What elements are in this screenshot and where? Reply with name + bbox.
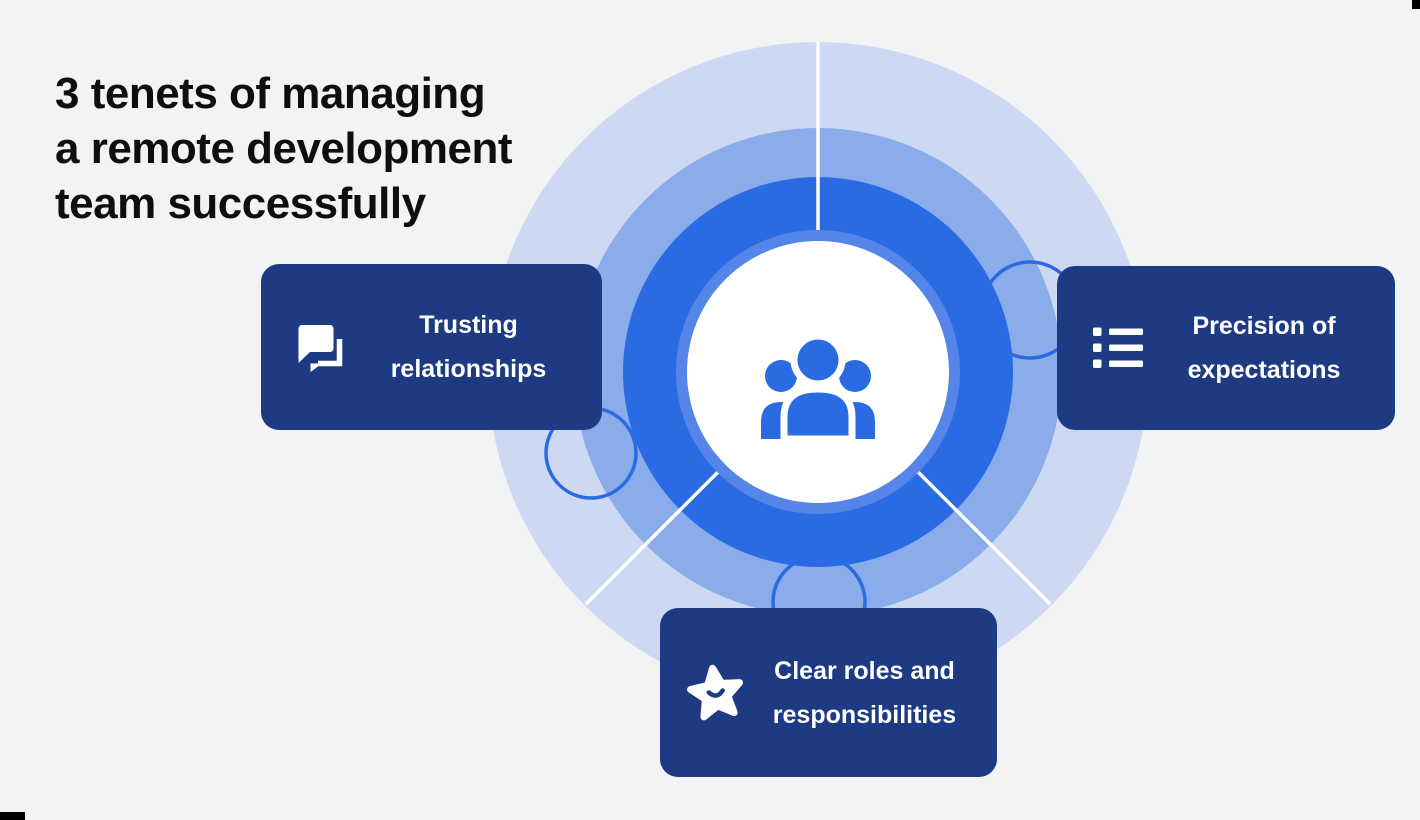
- card-label: Precision of expectations: [1147, 304, 1395, 392]
- card-clear-roles-responsibilities: Clear roles and responsibilities: [660, 608, 997, 777]
- card-precision-of-expectations: Precision of expectations: [1057, 266, 1395, 430]
- chat-bubbles-icon: [291, 319, 349, 375]
- corner-mark-top-right: [1412, 0, 1420, 9]
- team-group-icon: [761, 332, 875, 443]
- card-label-line: expectations: [1187, 356, 1341, 384]
- title-line-1: 3 tenets of managing: [55, 69, 486, 118]
- corner-mark-bottom-left: [0, 812, 25, 820]
- card-label-line: responsibilities: [772, 700, 957, 729]
- card-label-line: relationships: [390, 355, 547, 383]
- bulleted-list-icon: [1089, 324, 1147, 372]
- card-label-line: Trusting: [419, 311, 518, 339]
- card-label-line: Clear roles and: [774, 656, 955, 685]
- title-line-3: team successfully: [55, 179, 426, 228]
- card-label-line: Precision of: [1192, 312, 1336, 340]
- star-smile-icon: [686, 663, 746, 723]
- center-hub: [687, 241, 949, 503]
- card-label: Clear roles and responsibilities: [746, 649, 997, 737]
- card-trusting-relationships: Trusting relationships: [261, 264, 602, 430]
- title-line-2: a remote development: [55, 124, 513, 173]
- page-title: 3 tenets of managing a remote developmen…: [55, 66, 513, 231]
- card-label: Trusting relationships: [349, 303, 602, 391]
